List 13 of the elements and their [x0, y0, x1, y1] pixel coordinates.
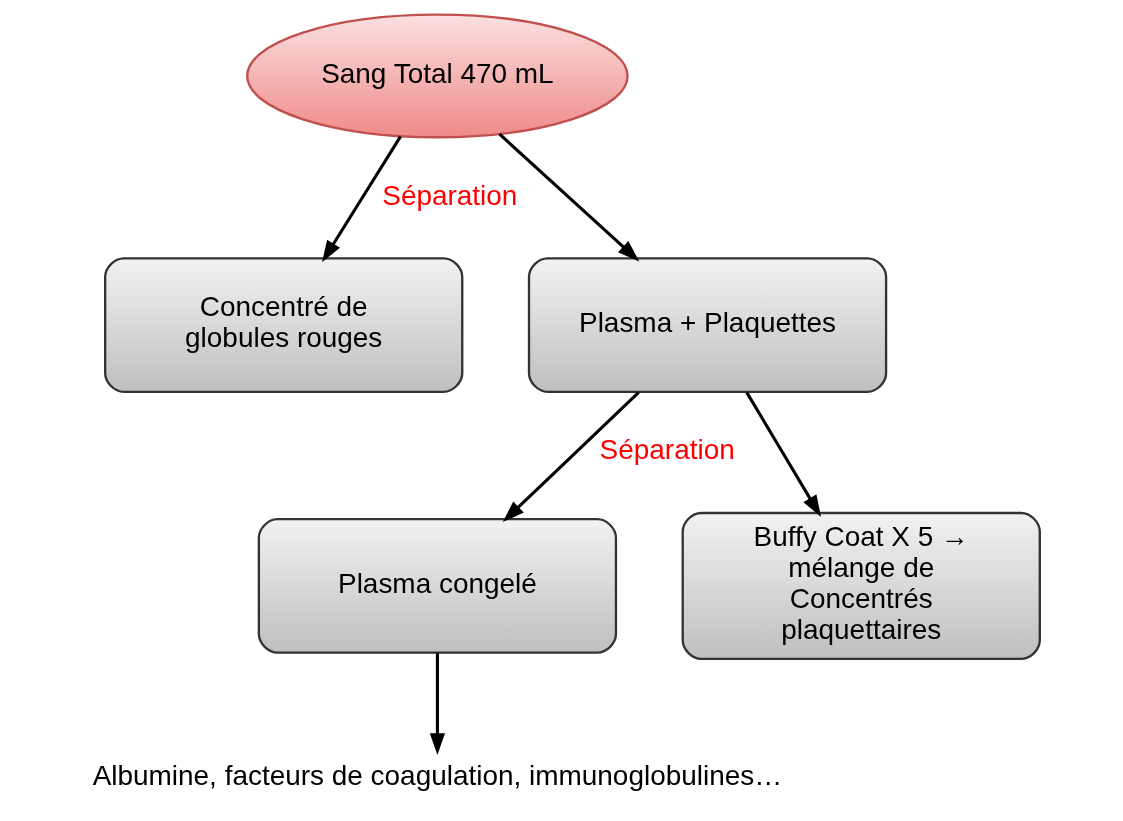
- arrow: [321, 135, 402, 263]
- edge-label: Séparation: [599, 434, 735, 466]
- node-text: Albumine, facteurs de coagulation, immunoglobulines…: [92, 760, 782, 792]
- node-ellipse: Sang Total 470 mL: [245, 13, 629, 139]
- node-box: Buffy Coat X 5 → mélange de Concentrés plaquettaires: [681, 511, 1041, 661]
- arrow: [497, 132, 639, 262]
- node-box: Concentré de globules rouges: [103, 257, 463, 394]
- arrow: [744, 391, 821, 517]
- arrow: [502, 391, 640, 523]
- edge-label: Séparation: [381, 179, 517, 211]
- node-box: Plasma + Plaquettes: [527, 257, 887, 394]
- arrow: [429, 653, 445, 755]
- node-box: Plasma congelé: [257, 518, 617, 654]
